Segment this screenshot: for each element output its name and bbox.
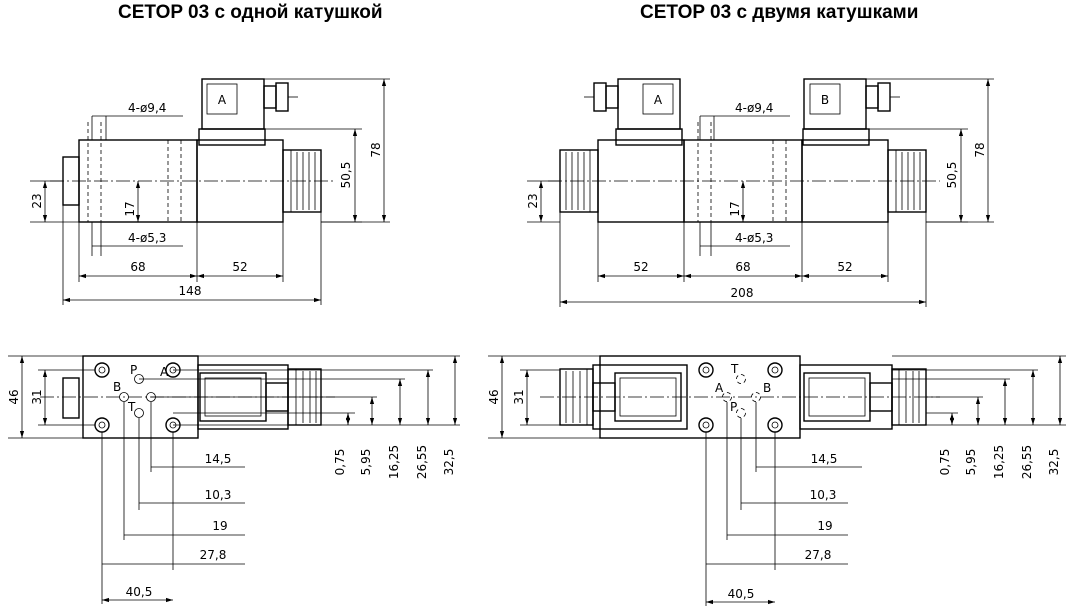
dim-68-right: 68 [735,260,750,274]
dim-46-right: 46 [487,389,501,404]
coil-label-a: A [218,93,227,107]
coil-label-a-right: A [654,93,663,107]
dim-148: 148 [179,284,202,298]
vdim-32-5: 32,5 [442,449,456,476]
hdim-10-3: 10,3 [205,488,232,502]
vdim-5-95-right: 5,95 [964,449,978,476]
connector-plug [201,78,265,130]
dim-23: 23 [30,193,44,208]
vdim-16-25-right: 16,25 [992,445,1006,479]
hdim-40-5: 40,5 [126,585,153,599]
port-size-5-3: 4-ø5,3 [128,231,166,245]
port-p: P [130,363,137,377]
vdim-5-95: 5,95 [359,449,373,476]
dim-208: 208 [731,286,754,300]
port-size-9-4: 4-ø9,4 [128,101,166,115]
hdim-27-8: 27,8 [200,548,227,562]
hdim-19-right: 19 [817,519,832,533]
vdim-26-55: 26,55 [415,445,429,479]
plan-knob [62,377,80,419]
dim-78-right: 78 [973,142,987,157]
connector-plug-a [617,78,681,130]
port-size-5-3-right: 4-ø5,3 [735,231,773,245]
dim-17-right: 17 [728,201,742,216]
title-single-coil: CETOP 03 с одной катушкой [118,2,383,23]
hdim-10-3-right: 10,3 [810,488,837,502]
port-a-right: A [715,381,724,395]
dim-23-right: 23 [526,193,540,208]
vdim-0-75-right: 0,75 [938,449,952,476]
dim-46: 46 [7,389,21,404]
dim-50-5-right: 50,5 [945,162,959,189]
hdim-27-8-right: 27,8 [805,548,832,562]
left-side-view: A 4-ø9,4 4-ø5,3 17 23 50,5 [30,78,390,305]
port-t-right: T [730,362,739,376]
dim-52: 52 [232,260,247,274]
dim-31: 31 [30,389,44,404]
vdim-0-75: 0,75 [333,449,347,476]
dim-68: 68 [130,260,145,274]
connector-plug-b [803,78,867,130]
port-a: A [160,365,169,379]
title-double-coil: CETOP 03 с двумя катушками [640,2,919,23]
dim-78: 78 [369,142,383,157]
hdim-19: 19 [212,519,227,533]
hdim-40-5-right: 40,5 [728,587,755,601]
right-side-view: A B 4-ø9,4 4-ø5,3 17 23 [526,78,994,307]
left-plan-view: P B A T 46 31 0,75 5,95 16,25 26,55 32,5 [7,355,460,604]
vdim-32-5-right: 32,5 [1047,449,1061,476]
dim-31-right: 31 [512,389,526,404]
vdim-16-25: 16,25 [387,445,401,479]
vdim-26-55-right: 26,55 [1020,445,1034,479]
coil-label-b: B [821,93,829,107]
port-b: B [113,380,121,394]
port-b-right: B [763,381,771,395]
dim-50-5: 50,5 [339,162,353,189]
right-plan-view: T A B P 46 31 0,75 5,95 16,25 26,55 32,5 [487,355,1066,606]
port-t: T [127,400,136,414]
dim-52-right: 52 [837,260,852,274]
dim-52-left: 52 [633,260,648,274]
port-size-9-4-right: 4-ø9,4 [735,101,773,115]
hdim-14-5: 14,5 [205,452,232,466]
connector-base [198,128,266,146]
port-p-right: P [730,400,737,414]
hdim-14-5-right: 14,5 [811,452,838,466]
dim-17: 17 [123,201,137,216]
cable-gland [263,85,277,109]
